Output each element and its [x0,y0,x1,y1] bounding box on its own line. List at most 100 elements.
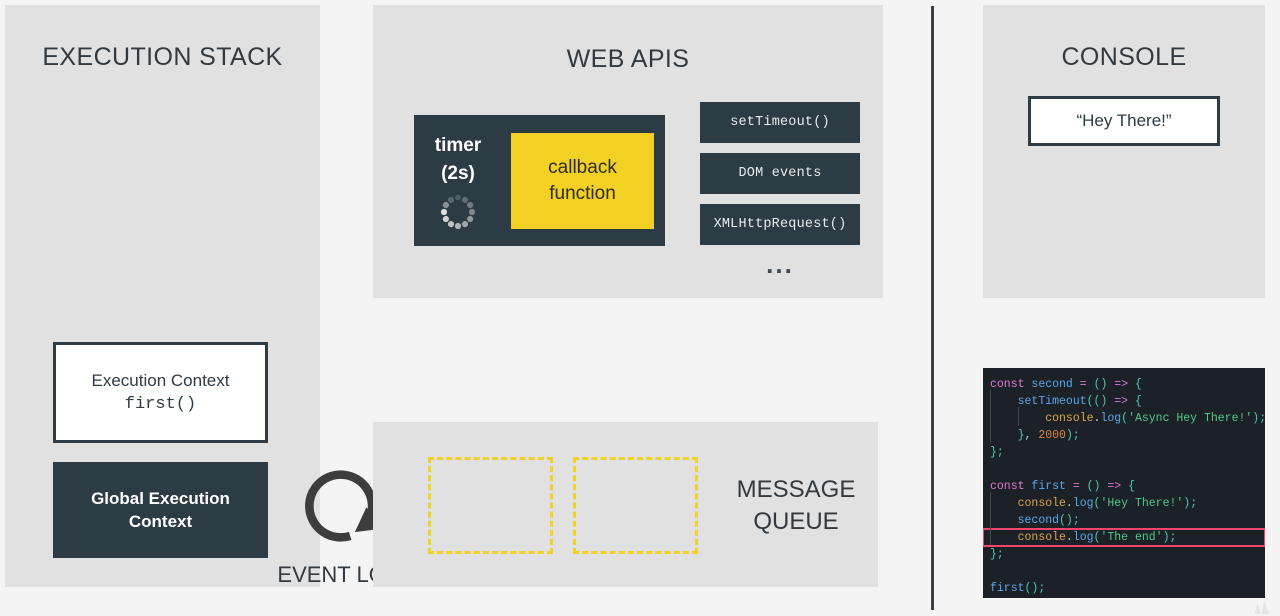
web-apis-panel: WEB APIS timer (2s) callback function se… [373,5,883,298]
code-token: ) [1252,412,1260,425]
console-title: CONSOLE [1061,43,1187,71]
code-line: const first = () => { [983,478,1265,495]
code-token: = [1079,378,1087,391]
execution-context-first-function: first() [124,394,197,414]
code-token: const [990,378,1032,391]
indent-guide [990,492,1018,512]
code-token: { [1135,378,1142,391]
code-token: => [1107,480,1122,493]
code-token: log [1100,412,1122,425]
code-token: () [1024,582,1039,595]
message-queue-panel: MESSAGE QUEUE [373,422,878,587]
code-token [1080,480,1087,493]
code-token: { [1128,480,1135,493]
code-token: 2000 [1038,429,1066,442]
code-token: log [1072,497,1094,510]
callback-line1: callback [548,157,617,179]
code-token: } [1017,429,1025,442]
console-output-entry: “Hey There!” [1028,96,1220,146]
code-token [1087,378,1094,391]
code-token: second [1031,378,1073,391]
code-token: . [1065,531,1073,544]
code-token: => [1114,378,1129,391]
spinner-dot [447,220,455,228]
execution-context-first: Execution Context first() [53,342,268,443]
code-line: setTimeout(() => { [983,390,1265,410]
code-token: . [1093,412,1101,425]
code-token: } [990,548,997,561]
code-line: first(); [983,580,1265,597]
code-token: ( [1121,412,1129,425]
code-token: ) [1100,395,1108,408]
spinner-dot [469,208,475,215]
code-token: console [1017,531,1066,544]
timer-label: timer [434,135,482,157]
code-token [1066,480,1073,493]
code-token: ) [1162,531,1170,544]
execution-context-first-label: Execution Context [91,371,230,391]
execution-stack-panel: EXECUTION STACK Execution Context first(… [5,5,320,587]
web-apis-title: WEB APIS [566,45,690,73]
timer-duration: (2s) [441,163,475,184]
code-line [983,461,1265,478]
code-token: { [1134,395,1142,408]
code-token: ; [996,446,1004,459]
execution-stack-title: EXECUTION STACK [42,43,283,71]
code-token: 'The end' [1100,531,1163,544]
spinner-dot [455,223,461,229]
code-token: => [1114,395,1129,408]
code-token: ; [1259,412,1265,425]
indent-guide [990,407,1018,427]
indent-guide [990,390,1018,410]
code-token: 'Hey There!' [1100,497,1184,510]
message-queue-label: MESSAGE QUEUE [721,474,871,539]
code-token: log [1072,531,1094,544]
code-editor[interactable]: const second = () => { setTimeout(() => … [983,368,1265,598]
code-token: = [1072,480,1080,493]
message-queue-label-line1: MESSAGE [736,476,856,503]
code-token: ; [1038,582,1046,595]
spinner-dot [446,195,455,204]
global-execution-context-line1: Global Execution [91,488,230,508]
code-token: , [1024,429,1039,442]
code-token: () [1093,378,1108,391]
message-queue-slot [573,457,698,554]
code-token [1128,378,1135,391]
vertical-divider [931,6,934,610]
api-chip-settimeout: setTimeout() [700,102,860,143]
code-token: ( [1093,531,1101,544]
code-line: }, 2000); [983,424,1265,444]
api-chip-xmlhttprequest: XMLHttpRequest() [700,204,860,245]
code-token: 'Async Hey There!' [1128,412,1253,425]
code-line: }; [983,444,1265,461]
loading-spinner-icon [441,194,475,229]
timer-label-group: timer (2s) [414,132,502,229]
code-token [1073,378,1080,391]
code-line-highlighted: console.log('The end'); [983,526,1265,547]
timer-box: timer (2s) callback function [414,115,665,246]
message-queue-slot [428,457,553,554]
indent-guide [1017,407,1046,427]
code-token: () [1059,514,1073,527]
code-token: first [990,582,1025,595]
spinner-dot [455,194,461,201]
code-token: ; [1190,497,1198,510]
code-token: ) [1183,497,1191,510]
code-line: const second = () => { [983,376,1265,393]
code-token: first [1031,480,1066,493]
spinner-dot [466,214,475,223]
code-token: ; [996,548,1004,561]
code-token: . [1065,497,1073,510]
code-token: second [1017,514,1060,527]
code-token: console [1045,412,1094,425]
indent-guide [990,424,1018,444]
code-line: second(); [983,509,1265,529]
code-token: (( [1086,395,1101,408]
code-token: console [1017,497,1066,510]
code-token: const [990,480,1032,493]
code-line: console.log('Hey There!'); [983,492,1265,512]
code-token: setTimeout [1017,395,1087,408]
code-token: () [1086,480,1101,493]
indent-guide [990,509,1018,529]
spinner-dot [441,209,447,215]
